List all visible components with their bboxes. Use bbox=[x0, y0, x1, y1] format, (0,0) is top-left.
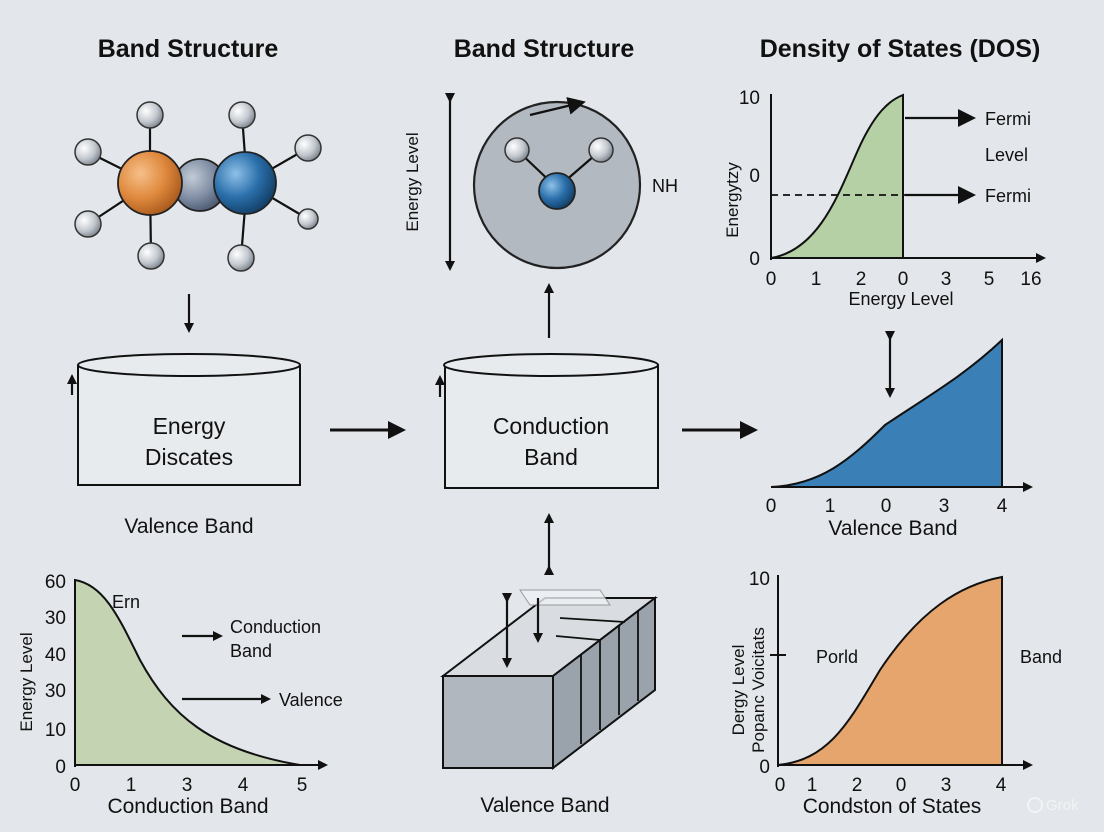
tick-label: 0 bbox=[70, 775, 81, 796]
hydrogen-atom bbox=[297, 208, 319, 230]
y-axis-label-line2: Popanc Voicitats bbox=[749, 627, 768, 753]
title-left: Band Structure bbox=[98, 35, 279, 63]
tick-label: 2 bbox=[852, 775, 863, 796]
blue-atom bbox=[213, 151, 277, 215]
tick-label: 3 bbox=[939, 496, 950, 517]
chart-top-right: 10 0 0 Energytzy 0 1 2 0 3 5 16 Energy Level F… bbox=[723, 88, 1046, 309]
annotation-level: Level bbox=[985, 145, 1028, 165]
tick-label: 30 bbox=[45, 681, 66, 702]
tick-label: 2 bbox=[856, 269, 867, 290]
chart-area-green bbox=[770, 93, 904, 259]
tick-label: 0 bbox=[896, 775, 907, 796]
annotation-band: Band bbox=[230, 641, 272, 661]
crystal-block bbox=[440, 589, 658, 771]
tick-label: 4 bbox=[238, 775, 249, 796]
tick-label: 0 bbox=[55, 757, 66, 778]
chart-area-blue bbox=[770, 337, 1003, 488]
tick-label: 30 bbox=[45, 608, 66, 629]
tick-label: 1 bbox=[126, 775, 137, 796]
tick-label: 1 bbox=[807, 775, 818, 796]
annotation-porld: Porld bbox=[816, 647, 858, 667]
caption-valence-band-left: Valence Band bbox=[124, 515, 253, 538]
cylinder-energy-discates: Energy Discates bbox=[67, 353, 301, 486]
tick-label: 0 bbox=[775, 775, 786, 796]
tick-label: 0 bbox=[898, 269, 909, 290]
hydrogen-atom bbox=[227, 244, 255, 272]
hydrogen-atom bbox=[74, 210, 102, 238]
tick-label: 1 bbox=[811, 269, 822, 290]
tick-label: 5 bbox=[984, 269, 995, 290]
tick-label: 3 bbox=[941, 775, 952, 796]
hydrogen-atom bbox=[294, 134, 322, 162]
x-axis-label: Conduction Band bbox=[107, 795, 268, 818]
tick-label: 60 bbox=[45, 572, 66, 593]
tick-label: 0 bbox=[881, 496, 892, 517]
energy-level-axis-label: Energy Level bbox=[403, 132, 422, 231]
hydrogen-atom bbox=[588, 137, 614, 163]
annotation-band: Band bbox=[1020, 647, 1062, 667]
tick-label: 40 bbox=[45, 645, 66, 666]
y-tick: 10 bbox=[739, 88, 760, 109]
y-axis-label: Energytzy bbox=[723, 162, 742, 238]
y-tick: 10 bbox=[749, 569, 770, 590]
hydrogen-atom bbox=[504, 137, 530, 163]
cylinder-left-line1: Energy bbox=[153, 413, 226, 439]
cylinder-conduction-band: Conduction Band bbox=[435, 353, 659, 489]
y-tick: 0 bbox=[749, 249, 760, 270]
tick-label: 0 bbox=[766, 269, 777, 290]
x-axis-label: Condston of States bbox=[803, 795, 982, 818]
cylinder-middle-line1: Conduction bbox=[493, 413, 609, 439]
tick-label: 4 bbox=[997, 496, 1008, 517]
chart-bottom-left: 60 30 40 30 10 0 0 1 3 4 5 Energy Level Conductio… bbox=[17, 572, 343, 818]
y-axis-label: Energy Level bbox=[17, 632, 36, 731]
title-right: Density of States (DOS) bbox=[760, 35, 1041, 63]
title-middle: Band Structure bbox=[454, 35, 635, 63]
y-tick: 0 bbox=[749, 166, 760, 187]
molecule-left bbox=[74, 101, 322, 272]
hydrogen-atom bbox=[137, 242, 165, 270]
watermark-text: Grok bbox=[1046, 797, 1079, 814]
nitrogen-atom bbox=[538, 172, 576, 210]
annotation-conduction: Conduction bbox=[230, 617, 321, 637]
tick-label: 3 bbox=[182, 775, 193, 796]
orange-atom bbox=[117, 150, 183, 216]
annotation-fermi-2: Fermi bbox=[985, 186, 1031, 206]
molecule-middle: Energy Level NH bbox=[403, 93, 678, 271]
annotation-ern: Ern bbox=[112, 592, 140, 612]
cylinder-left-line2: Discates bbox=[145, 444, 233, 470]
tick-label: 3 bbox=[941, 269, 952, 290]
x-axis-label: Valence Band bbox=[828, 517, 957, 540]
tick-label: 4 bbox=[996, 775, 1007, 796]
tick-label: 16 bbox=[1020, 269, 1041, 290]
y-axis-label-line1: Dergy Level bbox=[729, 645, 748, 736]
annotation-fermi-1: Fermi bbox=[985, 109, 1031, 129]
chart-area-sage bbox=[74, 578, 301, 766]
watermark: Grok bbox=[1027, 797, 1079, 814]
chart-middle-right: 0 1 0 3 4 Valence Band bbox=[766, 337, 1033, 540]
x-axis-label: Energy Level bbox=[848, 289, 953, 309]
hydrogen-atom bbox=[136, 101, 164, 129]
hydrogen-atom bbox=[228, 101, 256, 129]
molecule-label: NH bbox=[652, 176, 678, 196]
tick-label: 1 bbox=[825, 496, 836, 517]
chart-area-orange bbox=[777, 575, 1003, 766]
hydrogen-atom bbox=[74, 138, 102, 166]
tick-label: 10 bbox=[45, 720, 66, 741]
cylinder-middle-line2: Band bbox=[524, 444, 578, 470]
annotation-valence: Valence bbox=[279, 690, 343, 710]
tick-label: 0 bbox=[766, 496, 777, 517]
tick-label: 5 bbox=[297, 775, 308, 796]
caption-valence-band-bottom: Valence Band bbox=[480, 794, 609, 817]
y-tick: 0 bbox=[759, 757, 770, 778]
